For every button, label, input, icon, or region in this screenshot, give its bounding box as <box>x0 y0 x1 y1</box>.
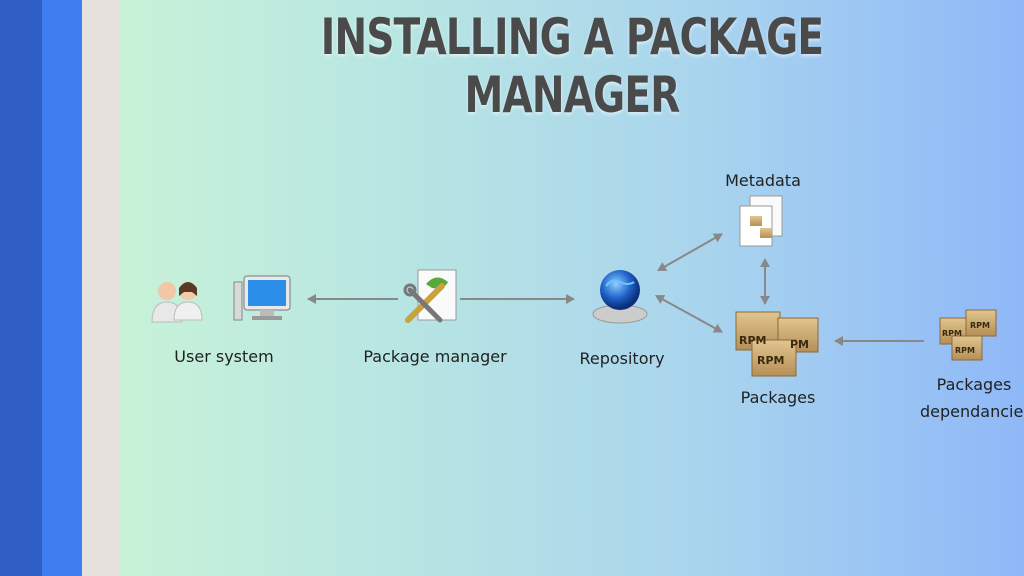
label-user-system: User system <box>174 347 274 366</box>
rpm-label-dep-1: RPM <box>942 329 962 338</box>
arrow-repo-metadata <box>657 233 723 271</box>
left-stripe-dark <box>0 0 42 576</box>
rpm-label-main-left: RPM <box>739 334 766 347</box>
users-icon <box>151 282 203 323</box>
repository-globe-icon <box>592 270 648 324</box>
slide-title: INSTALLING A PACKAGE MANAGER <box>320 8 824 124</box>
package-manager-icon <box>403 269 457 323</box>
computer-icon <box>233 275 291 321</box>
left-stripe-blue <box>42 0 82 576</box>
rpm-dependencies-icon: RPM RPM RPM <box>939 309 997 361</box>
label-package-manager: Package manager <box>363 347 507 366</box>
left-stripe-light <box>82 0 120 576</box>
rpm-label-main-bottom: RPM <box>757 354 784 367</box>
rpm-packages-icon: RPM PM RPM <box>735 311 819 377</box>
rpm-label-dep-3: RPM <box>955 346 975 355</box>
metadata-docs-icon <box>739 195 783 247</box>
rpm-label-dep-2: RPM <box>970 321 990 330</box>
label-packages-dependencies-line1: Packages <box>936 375 1012 394</box>
label-packages-dependencies-line2: dependancies <box>920 402 1024 421</box>
label-repository: Repository <box>579 349 665 368</box>
label-packages: Packages <box>740 388 816 407</box>
label-metadata: Metadata <box>725 171 801 190</box>
rpm-label-main-right: PM <box>790 338 809 351</box>
arrow-repo-packages <box>654 295 723 333</box>
